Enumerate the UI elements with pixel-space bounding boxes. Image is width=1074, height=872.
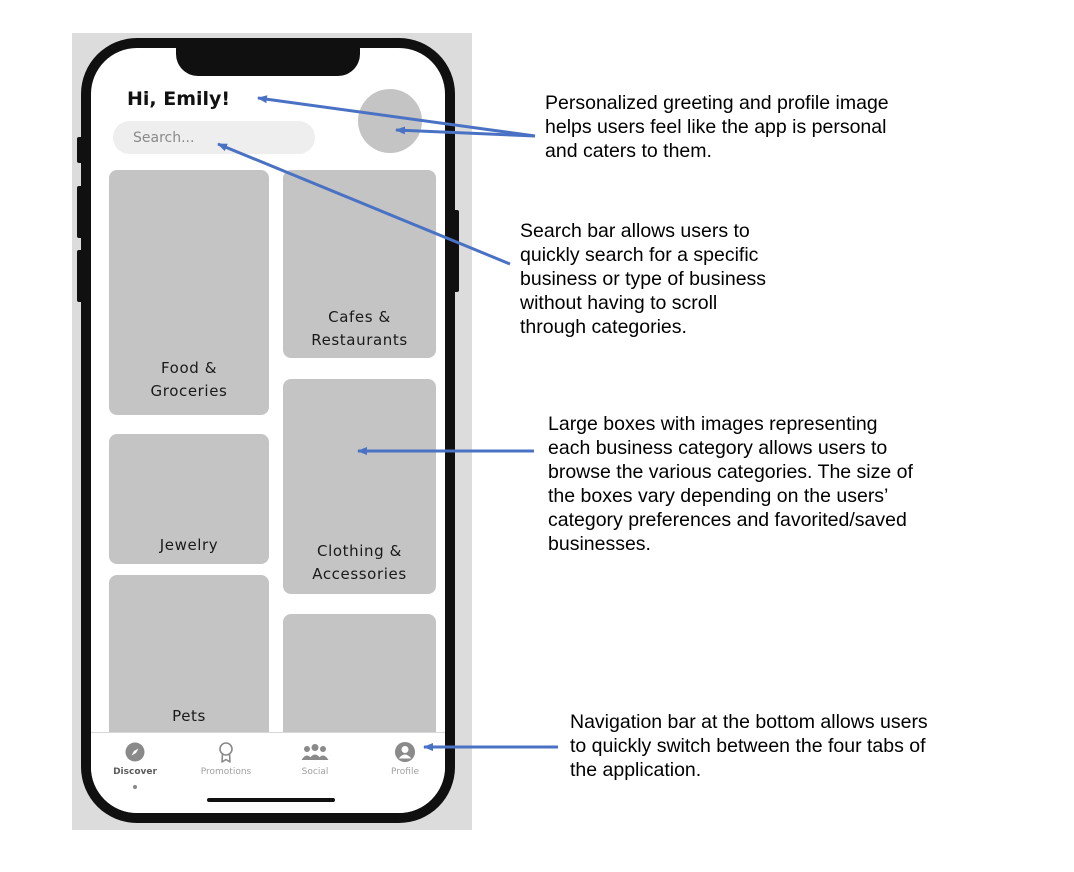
phone-screen: Hi, Emily! Search... Food & Groceries Ca… <box>91 48 445 813</box>
side-button-volume-up <box>77 186 83 238</box>
tab-promotions[interactable]: Promotions <box>190 741 262 777</box>
side-button-mute <box>77 137 83 163</box>
ribbon-icon <box>219 742 233 763</box>
category-label: Food & Groceries <box>150 359 228 400</box>
greeting-title: Hi, Emily! <box>127 88 231 110</box>
phone-notch <box>176 48 360 76</box>
home-indicator <box>207 798 335 802</box>
tab-label: Social <box>301 767 329 777</box>
search-placeholder: Search... <box>133 129 195 146</box>
tab-label: Discover <box>113 767 157 777</box>
category-label: Clothing & Accessories <box>312 542 407 583</box>
people-icon <box>301 744 329 760</box>
person-icon <box>395 742 415 762</box>
category-label: Jewelry <box>159 536 219 554</box>
tab-discover[interactable]: Discover <box>99 741 171 777</box>
category-tile-pets[interactable]: Pets <box>109 575 269 755</box>
category-label: Pets <box>172 707 206 725</box>
side-button-power <box>453 210 459 292</box>
annotation-category-boxes: Large boxes with images representing eac… <box>548 413 913 555</box>
category-label: Cafes & Restaurants <box>311 308 408 349</box>
compass-icon <box>125 742 145 762</box>
profile-avatar[interactable] <box>358 89 422 153</box>
annotation-navigation: Navigation bar at the bottom allows user… <box>570 711 928 781</box>
annotation-greeting: Personalized greeting and profile image … <box>545 92 889 162</box>
active-tab-indicator <box>133 785 137 789</box>
annotation-search: Search bar allows users to quickly searc… <box>520 220 767 338</box>
category-tile-clothing-accessories[interactable]: Clothing & Accessories <box>283 379 436 594</box>
side-button-volume-down <box>77 250 83 302</box>
arrow-to-greeting <box>257 95 536 138</box>
tab-label: Promotions <box>200 767 252 777</box>
category-tile-jewelry[interactable]: Jewelry <box>109 434 269 564</box>
arrow-to-search <box>217 142 511 266</box>
arrow-to-avatar <box>395 126 536 138</box>
tab-social[interactable]: Social <box>279 741 351 777</box>
tab-label: Profile <box>391 767 419 777</box>
category-tile-food-groceries[interactable]: Food & Groceries <box>109 170 269 415</box>
bottom-navigation-bar: Discover Promotions Social <box>91 732 445 813</box>
search-input[interactable]: Search... <box>113 121 315 154</box>
tab-profile[interactable]: Profile <box>369 741 441 777</box>
